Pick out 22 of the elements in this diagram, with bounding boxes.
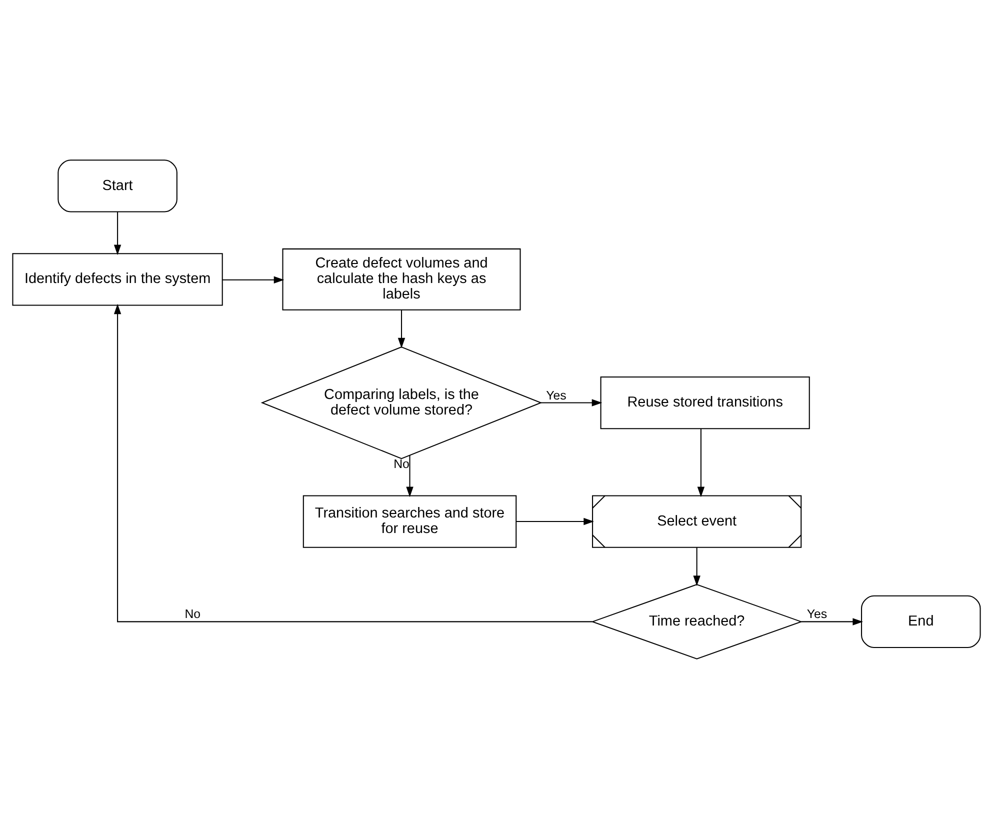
edge-label: Yes bbox=[806, 606, 828, 621]
node-box: End bbox=[861, 594, 981, 648]
node-box: Identify defects in the system bbox=[12, 252, 223, 306]
arrow bbox=[114, 211, 122, 255]
arrow bbox=[222, 276, 284, 284]
arrow bbox=[801, 618, 864, 625]
arrow bbox=[697, 428, 705, 497]
arrow bbox=[693, 547, 700, 586]
node-diamond: Comparing labels, is the defect volume stored? bbox=[260, 346, 542, 459]
arrow bbox=[406, 455, 414, 497]
node-diamond: Time reached? bbox=[590, 583, 803, 659]
edge-label: No bbox=[394, 456, 410, 470]
arrow bbox=[114, 303, 592, 622]
arrow bbox=[398, 309, 406, 348]
node-box: Transition searches and store for reuse bbox=[302, 494, 517, 548]
arrow bbox=[516, 517, 594, 525]
edge-label: Yes bbox=[546, 388, 566, 402]
node-box: Start bbox=[58, 159, 178, 212]
arrow bbox=[540, 398, 602, 406]
edge-label: No bbox=[184, 606, 201, 621]
node-box: Create defect volumes and calculate the hash keys as labels bbox=[282, 248, 521, 310]
node-box: Reuse stored transitions bbox=[600, 376, 810, 429]
